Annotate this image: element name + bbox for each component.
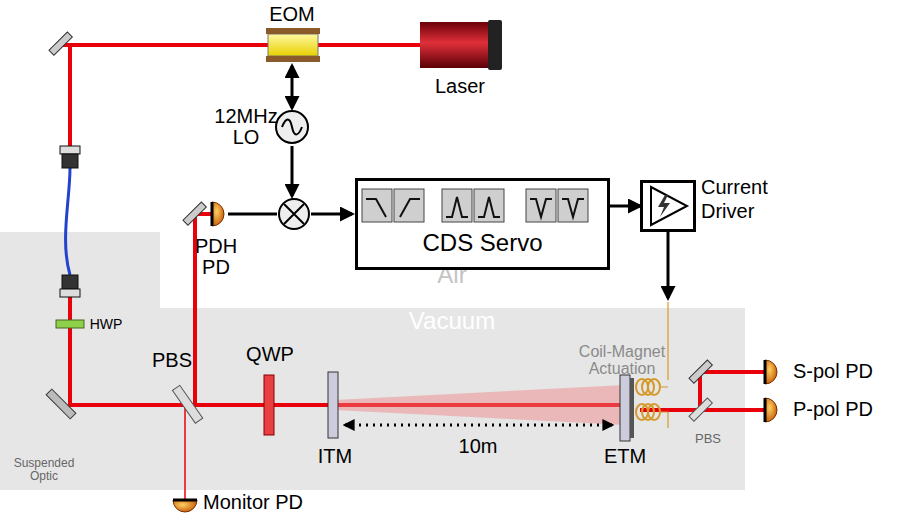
driver-box: Current Driver — [640, 180, 696, 232]
amplifier-symbol — [643, 183, 693, 229]
driver-title: Current Driver — [701, 175, 801, 223]
photodiode-label: S-pol PD — [793, 361, 883, 382]
photodiode-label: Monitor PD — [203, 492, 313, 513]
servo-box: CDS Servo — [355, 178, 610, 270]
actuator-label: Coil-Magnet Actuation — [560, 344, 684, 378]
mirror-label: ETM — [595, 446, 655, 467]
waveplate-label: QWP — [240, 344, 300, 365]
waveplate-label: HWP — [84, 317, 128, 332]
region-label: Vacuum — [397, 308, 507, 333]
splitter-label: PBS — [142, 350, 202, 371]
eom-label: EOM — [257, 4, 327, 25]
optic-label: Suspended Optic — [2, 457, 86, 482]
photodiode-label: PDH PD — [190, 236, 242, 278]
photodiode-label: P-pol PD — [793, 399, 883, 420]
servo-title: CDS Servo — [358, 225, 607, 265]
distance-label: 10m — [448, 436, 508, 457]
oscillator-label: 12MHz LO — [213, 106, 279, 148]
mirror-label: ITM — [305, 446, 365, 467]
signal-connector — [610, 205, 640, 208]
splitter-label: PBS — [688, 432, 728, 446]
laser-label: Laser — [420, 76, 500, 97]
filter-icons — [360, 187, 605, 225]
